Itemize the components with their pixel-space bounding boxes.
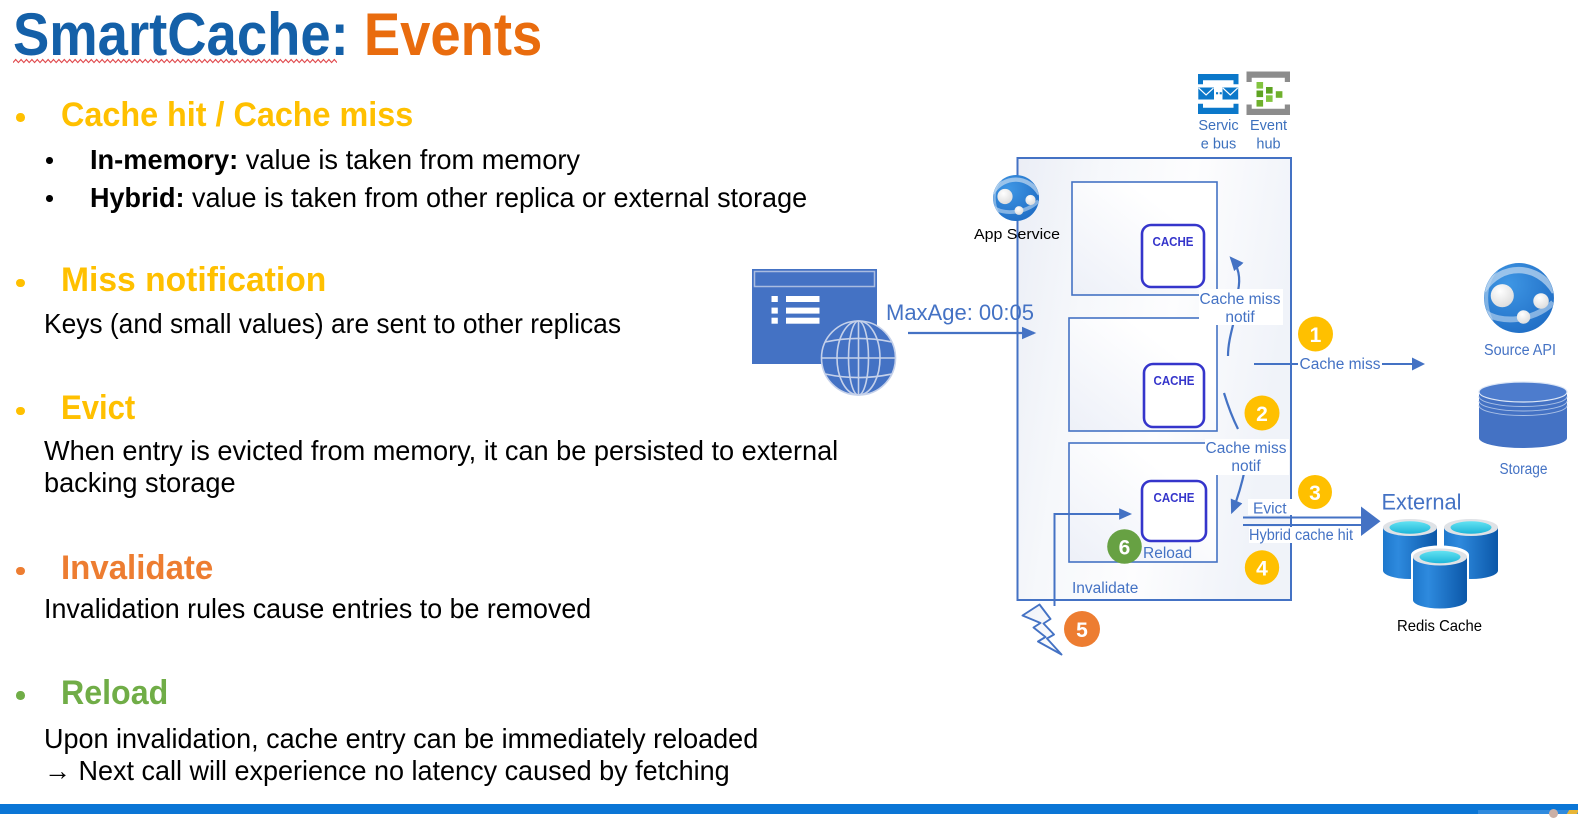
svg-text:Storage: Storage bbox=[1500, 461, 1548, 478]
svg-text:Event: Event bbox=[1250, 118, 1287, 134]
svg-text:2: 2 bbox=[1256, 403, 1268, 426]
svg-text:Source API: Source API bbox=[1484, 342, 1556, 359]
svg-text:hub: hub bbox=[1256, 137, 1280, 153]
svg-text:Hybrid cache hit: Hybrid cache hit bbox=[1249, 527, 1354, 544]
svg-text:Redis Cache: Redis Cache bbox=[1397, 618, 1482, 635]
svg-text:CACHE: CACHE bbox=[1154, 373, 1195, 388]
svg-text:3: 3 bbox=[1309, 482, 1321, 505]
svg-text:Cache miss: Cache miss bbox=[1300, 356, 1381, 373]
svg-text:notif: notif bbox=[1225, 309, 1255, 326]
svg-text:6: 6 bbox=[1119, 536, 1131, 559]
svg-text:CACHE: CACHE bbox=[1153, 234, 1194, 249]
svg-text:Cache miss: Cache miss bbox=[1200, 291, 1281, 308]
svg-text:MaxAge: 00:05: MaxAge: 00:05 bbox=[886, 300, 1034, 325]
svg-text:e bus: e bus bbox=[1201, 137, 1236, 153]
svg-text:Invalidate: Invalidate bbox=[1072, 580, 1138, 597]
svg-text:4: 4 bbox=[1256, 557, 1268, 580]
svg-text:Reload: Reload bbox=[1143, 545, 1192, 562]
svg-text:App Service: App Service bbox=[974, 226, 1060, 243]
svg-text:CACHE: CACHE bbox=[1154, 490, 1195, 505]
svg-text:External: External bbox=[1382, 490, 1462, 515]
svg-text:1: 1 bbox=[1310, 324, 1322, 347]
svg-text:Evict: Evict bbox=[1253, 501, 1287, 518]
svg-text:notif: notif bbox=[1231, 458, 1261, 475]
svg-text:5: 5 bbox=[1076, 619, 1088, 642]
svg-text:Cache miss: Cache miss bbox=[1206, 440, 1287, 457]
svg-text:Servic: Servic bbox=[1198, 118, 1238, 134]
